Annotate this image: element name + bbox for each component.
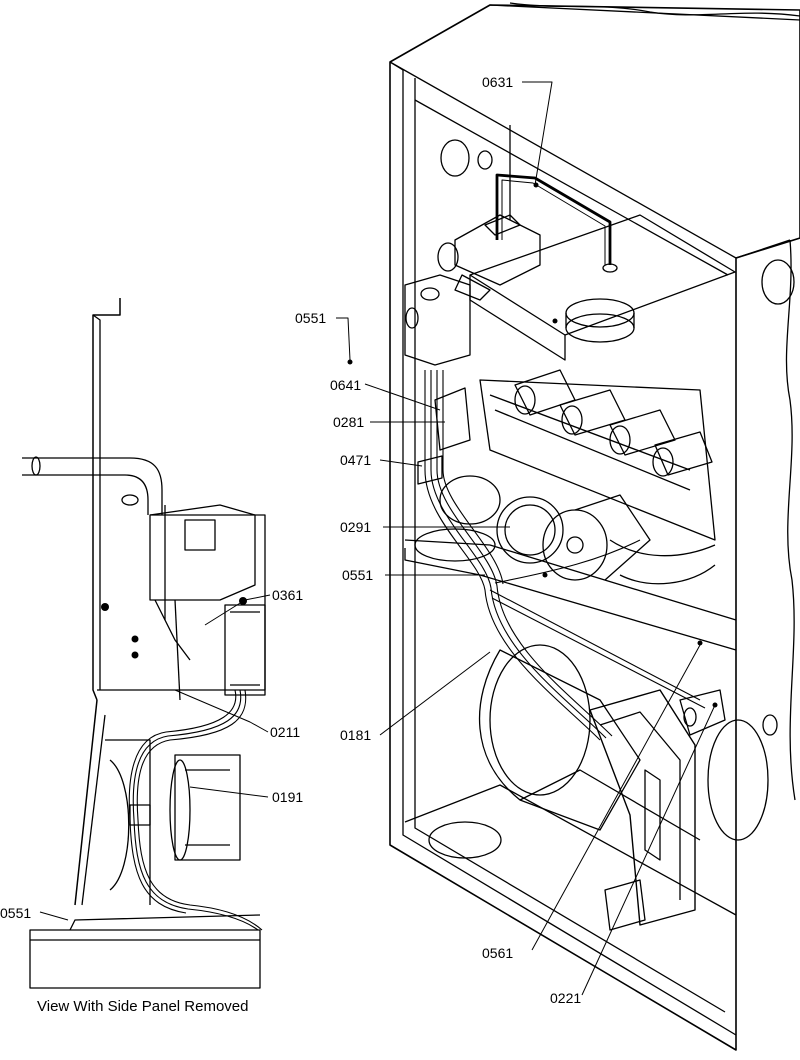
burner-set <box>514 369 713 477</box>
inducer-motor <box>439 475 716 585</box>
side-view-caption: View With Side Panel Removed <box>37 998 249 1015</box>
callout-0361: 0361 <box>272 587 303 603</box>
callout-0291: 0291 <box>340 519 371 535</box>
wire-harness <box>424 370 706 741</box>
callout-0471: 0471 <box>340 452 371 468</box>
callout-0551-mid: 0551 <box>342 567 373 583</box>
callout-0191: 0191 <box>272 789 303 805</box>
callout-0631: 0631 <box>482 74 513 90</box>
callout-0561: 0561 <box>482 945 513 961</box>
side-view <box>22 298 266 989</box>
callout-0551-left: 0551 <box>0 905 31 921</box>
cabinet-assembly <box>389 2 800 1051</box>
callout-0221: 0221 <box>550 990 581 1006</box>
fastener-dots <box>101 182 718 708</box>
callout-0181: 0181 <box>340 727 371 743</box>
callout-0281: 0281 <box>333 414 364 430</box>
callout-labels: 0631 0551 0641 0281 0471 0291 0551 0181 … <box>0 74 581 1015</box>
callout-0551-top: 0551 <box>295 310 326 326</box>
leader-lines <box>39 81 716 996</box>
callout-0211: 0211 <box>270 724 300 740</box>
callout-0641: 0641 <box>330 377 361 393</box>
control-board <box>589 689 726 931</box>
